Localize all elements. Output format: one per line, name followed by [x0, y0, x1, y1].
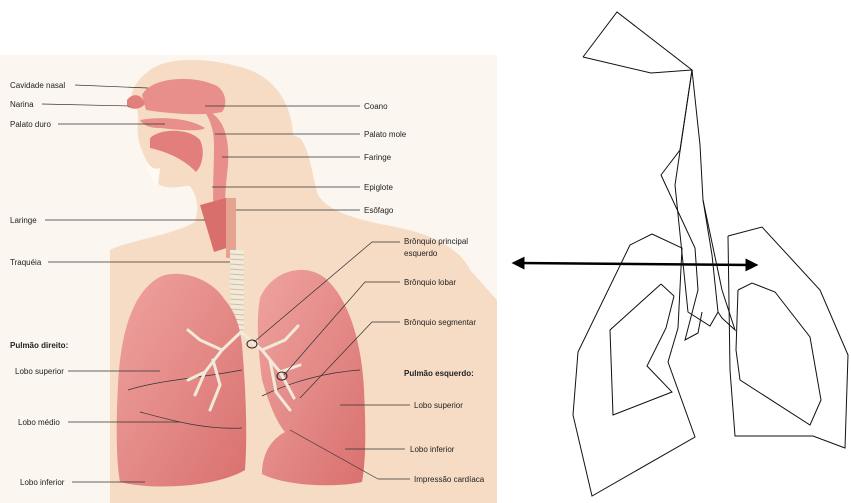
label-epiglote: Epiglote	[364, 183, 393, 192]
label-impressao-cardiaca: Impressão cardíaca	[414, 475, 485, 484]
outline-airway-left	[675, 70, 718, 326]
label-bronquio-principal: Brônquio principal	[404, 237, 468, 246]
label-bronquio-lobar: Brônquio lobar	[404, 278, 456, 287]
label-laringe: Laringe	[10, 216, 37, 225]
esophagus-tube	[226, 198, 236, 258]
label-lobo-inferior-esquerdo: Lobo inferior	[410, 445, 455, 454]
label-lobo-superior-direito: Lobo superior	[15, 367, 64, 376]
outline-right-lung-outer	[573, 234, 695, 496]
label-pulmao-direito: Pulmão direito:	[10, 341, 68, 350]
outline-right-lung-inner	[610, 284, 674, 415]
label-palato-mole: Palato mole	[364, 130, 407, 139]
outline-head	[583, 12, 692, 73]
outline-schematic	[573, 12, 848, 496]
label-bronquio-segmentar: Brônquio segmentar	[404, 318, 476, 327]
label-cavidade-nasal: Cavidade nasal	[10, 81, 65, 90]
label-lobo-medio: Lobo médio	[18, 418, 60, 427]
label-traqueia: Traquéia	[10, 258, 42, 267]
label-coano: Coano	[364, 102, 388, 111]
right-lung	[117, 274, 247, 487]
label-esofago: Esôfago	[364, 206, 394, 215]
label-palato-duro: Palato duro	[10, 120, 51, 129]
nasal-cavity	[142, 79, 225, 114]
label-narina: Narina	[10, 100, 34, 109]
label-lobo-superior-esquerdo: Lobo superior	[414, 401, 463, 410]
label-bronquio-principal-esquerdo: esquerdo	[404, 249, 438, 258]
outline-left-lung-inner	[736, 283, 821, 425]
label-faringe: Faringe	[364, 153, 392, 162]
label-pulmao-esquerdo: Pulmão esquerdo:	[404, 369, 474, 378]
outline-left-lung-outer	[728, 227, 848, 448]
label-lobo-inferior-direito: Lobo inferior	[20, 478, 65, 487]
